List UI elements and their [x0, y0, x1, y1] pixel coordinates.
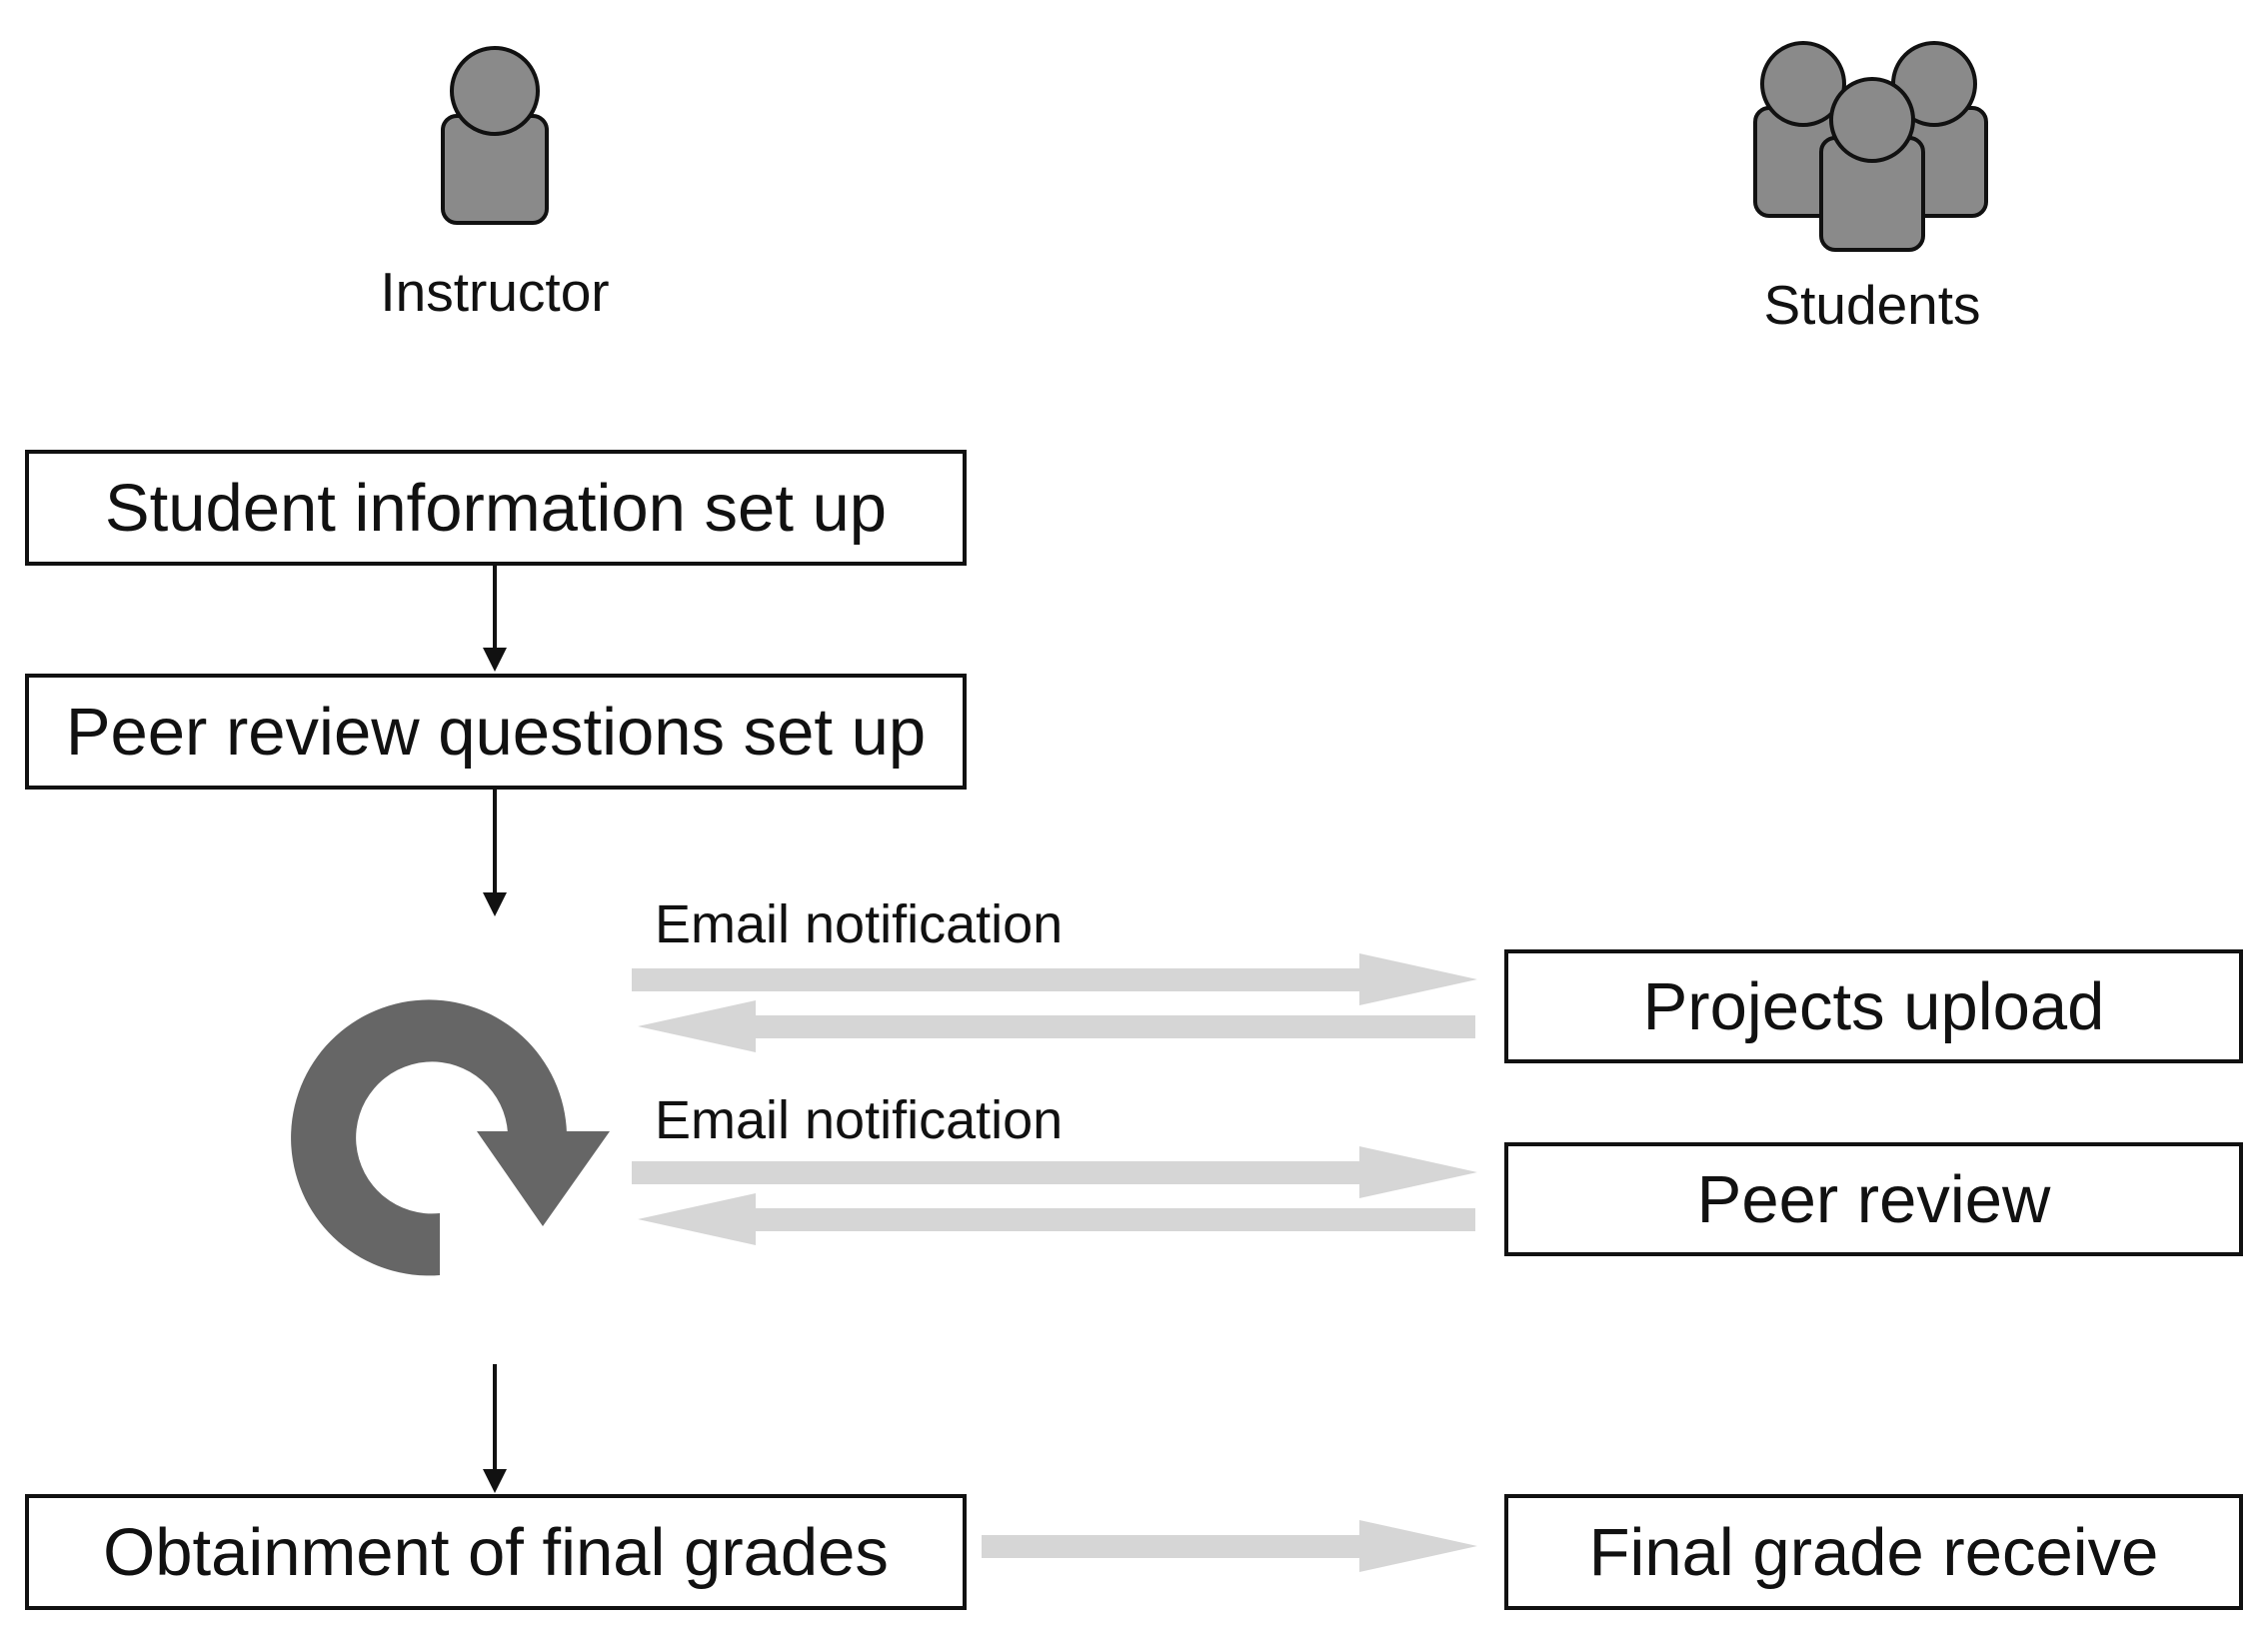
email-notification-label-2: Email notification [655, 1090, 1064, 1150]
step-final-grade-receive: Final grade receive [1504, 1494, 2243, 1610]
return-arrow-from-peer-review [638, 1193, 1475, 1245]
instructor-label: Instructor [380, 261, 610, 323]
email-notification-label-1: Email notification [655, 894, 1064, 954]
step-obtainment-of-final-grades: Obtainment of final grades [25, 1494, 967, 1610]
arrow-to-final-grade-receive [982, 1520, 1477, 1572]
flow-arrow-1 [483, 566, 507, 672]
step-peer-review-questions-setup: Peer review questions set up [25, 674, 967, 790]
email-arrow-to-peer-review [632, 1146, 1477, 1198]
step-student-information-setup: Student information set up [25, 450, 967, 566]
step-projects-upload: Projects upload [1504, 949, 2243, 1063]
students-label: Students [1763, 274, 1981, 336]
email-arrow-to-projects-upload [632, 953, 1477, 1005]
people-group-icon [1753, 41, 1988, 252]
cycle-arrow-icon [291, 999, 610, 1276]
flow-arrow-2 [483, 790, 507, 916]
return-arrow-from-projects-upload [638, 1000, 1475, 1052]
flow-arrow-3 [483, 1364, 507, 1493]
person-icon [441, 46, 549, 225]
step-peer-review: Peer review [1504, 1142, 2243, 1256]
